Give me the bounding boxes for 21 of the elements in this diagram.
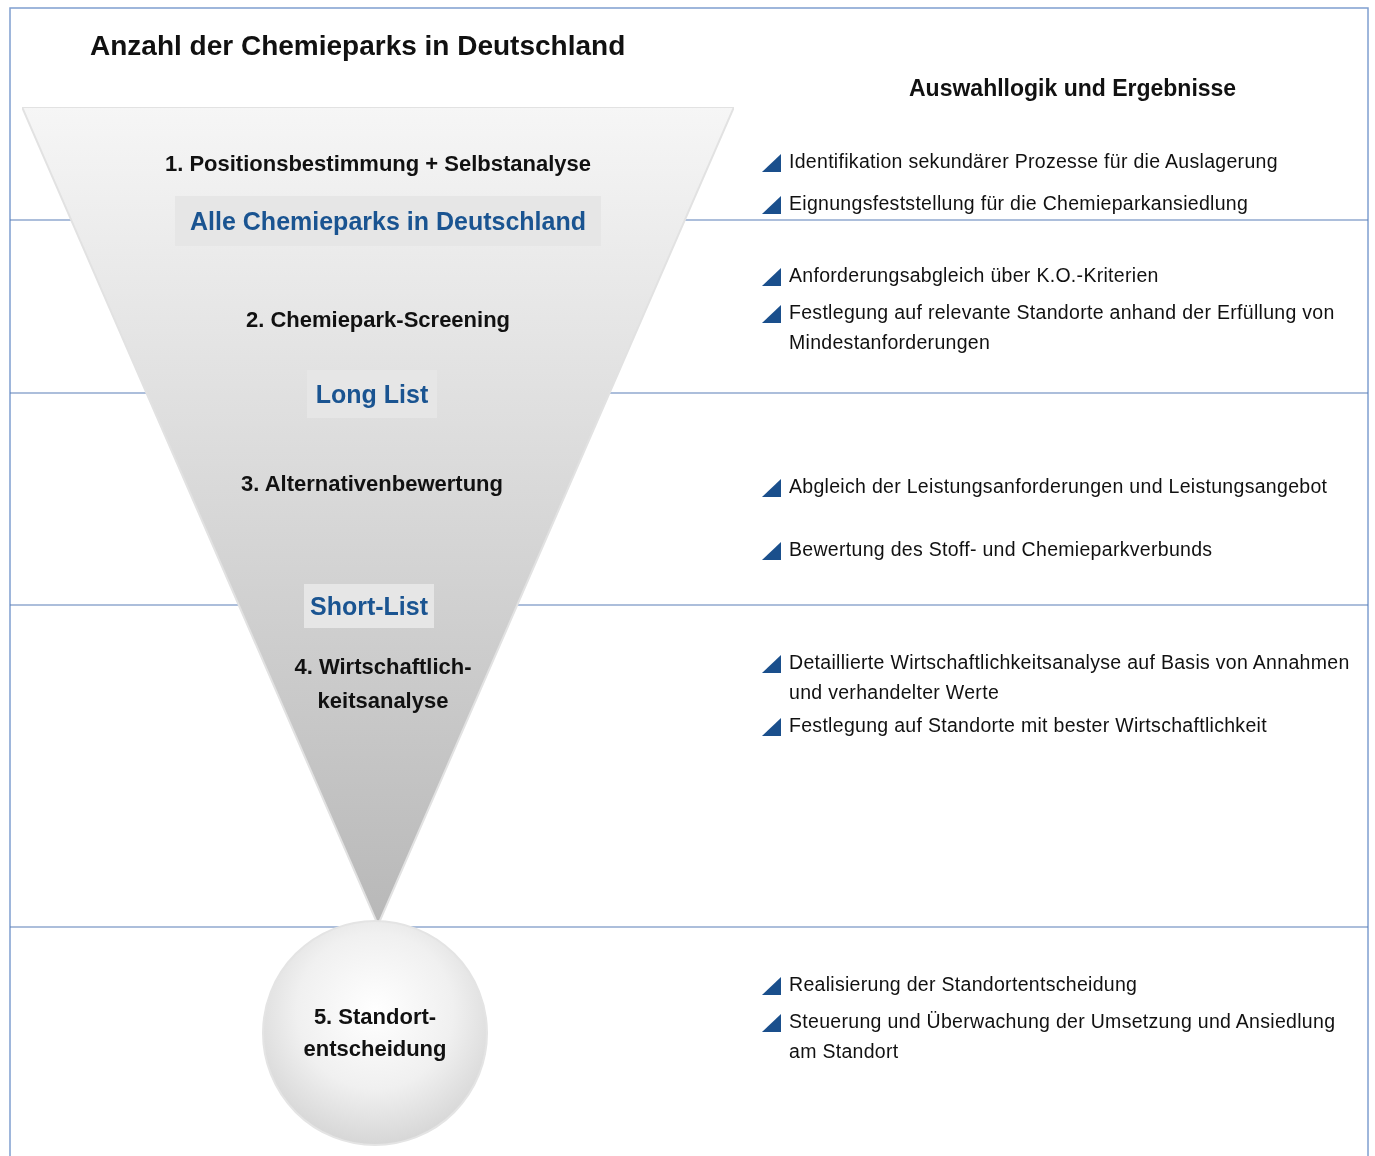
stage-title: 4. Wirtschaftlich- keitsanalyse <box>293 653 473 715</box>
bullet-text: Realisierung der Standortentscheidung <box>789 972 1139 997</box>
list-label: Long List <box>307 370 437 418</box>
stage-title: 5. Standort- entscheidung <box>302 1003 448 1063</box>
list-label: Short-List <box>304 584 434 628</box>
diagram-title: Anzahl der Chemieparks in Deutschland <box>90 30 626 62</box>
list-label: Alle Chemieparks in Deutschland <box>175 196 601 246</box>
bullet-text: Bewertung des Stoff- und Chemieparkverbunds <box>789 537 1214 562</box>
node-label: Long List <box>315 379 429 408</box>
bullet-text: Anforderungsabgleich über K.O.-Kriterien <box>789 263 1160 288</box>
bullet-text: Detaillierte Wirtschaftlichkeitsanalyse auf Basis von Annahmen und verhandelter Werte <box>789 650 1351 705</box>
bullet-text: Festlegung auf relevante Standorte anhand der Erfüllung von Mindestanforderungen <box>789 300 1336 355</box>
stage-title: 3. Alternativenbewertung <box>240 470 504 498</box>
bullet-text: Festlegung auf Standorte mit bester Wirtschaftlichkeit <box>789 713 1268 738</box>
bullet-text: Steuerung und Überwachung der Umsetzung und Ansiedlung am Standort <box>789 1009 1337 1064</box>
bullet-text: Abgleich der Leistungsanforderungen und Leistungsangebot <box>789 474 1329 499</box>
column-heading: Auswahllogik und Ergebnisse <box>909 75 1237 102</box>
stage-title: 1. Positionsbestimmung + Selbstanalyse <box>163 150 593 178</box>
bullet-text: Eignungsfeststellung für die Chemieparkansiedlung <box>789 191 1250 216</box>
stage-title: 2. Chemiepark-Screening <box>244 306 512 334</box>
bullet-text: Identifikation sekundärer Prozesse für die Auslagerung <box>789 149 1279 174</box>
